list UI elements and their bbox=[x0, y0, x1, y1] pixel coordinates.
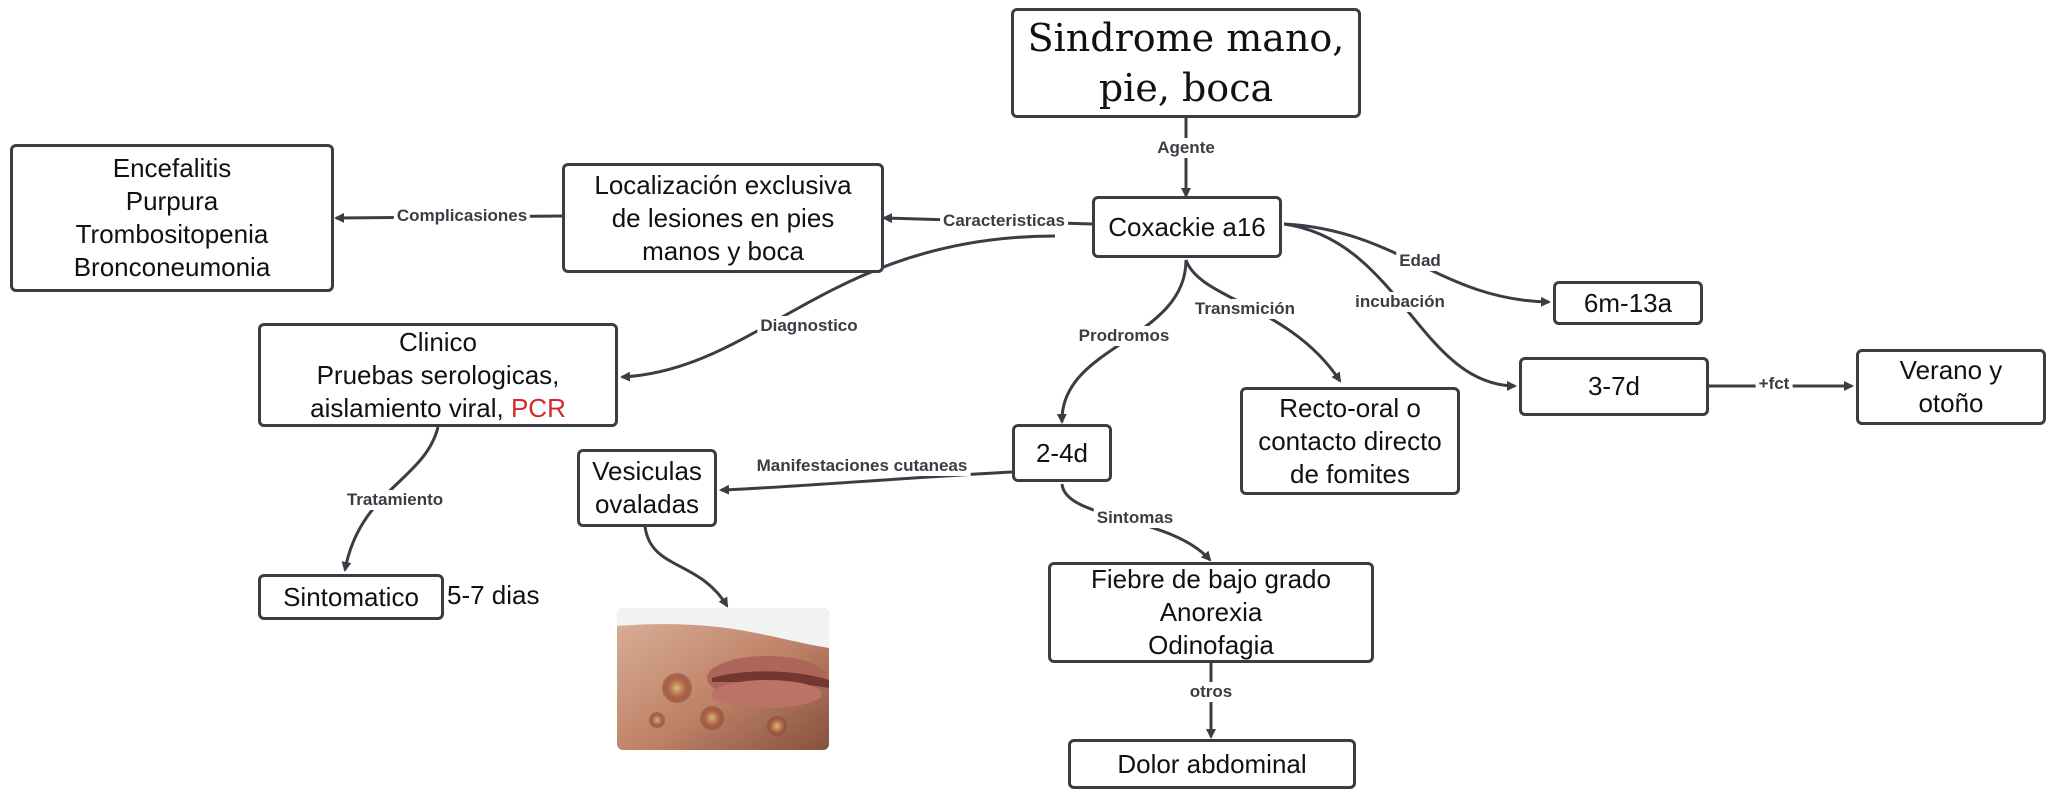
prodrome-label: 2-4d bbox=[1035, 437, 1089, 468]
title-line-2: pie, boca bbox=[1098, 66, 1274, 110]
symptoms-node: Fiebre de bajo grado Anorexia Odinofagia bbox=[1048, 562, 1374, 663]
diagnosis-pcr: PCR bbox=[510, 392, 566, 423]
features-line-3: manos y boca bbox=[642, 235, 804, 266]
edge-label-transmision: Transmición bbox=[1191, 299, 1299, 319]
prodrome-node: 2-4d bbox=[1012, 424, 1112, 482]
edge-transmision bbox=[1184, 259, 1342, 383]
lesions-line-2: ovaladas bbox=[594, 489, 700, 519]
symptom-2: Anorexia bbox=[1159, 597, 1263, 627]
edge-label-edad: Edad bbox=[1396, 251, 1444, 271]
edge-label-fct: +fct bbox=[1755, 374, 1793, 394]
transmission-line-1: Recto-oral o bbox=[1279, 392, 1421, 423]
complications-node: Encefalitis Purpura Trombositopenia Bron… bbox=[10, 144, 334, 292]
edge-label-sintomas: Sintomas bbox=[1093, 508, 1177, 528]
lesions-node: Vesiculas ovaladas bbox=[577, 449, 717, 527]
edge-diagnostico bbox=[620, 234, 1056, 382]
diagnosis-line-3: aislamiento viral, PCR bbox=[310, 392, 566, 425]
features-line-2: de lesiones en pies bbox=[611, 202, 835, 233]
agent-node: Coxackie a16 bbox=[1092, 196, 1282, 258]
diagnosis-viral: aislamiento viral, bbox=[310, 392, 511, 423]
lesions-line-1: Vesiculas bbox=[592, 456, 702, 486]
features-line-1: Localización exclusiva bbox=[594, 169, 852, 200]
title-line-1: Sindrome mano, bbox=[1027, 16, 1345, 60]
symptom-1: Fiebre de bajo grado bbox=[1091, 564, 1331, 594]
transmission-line-2: contacto directo bbox=[1258, 425, 1442, 456]
season-line-2: otoño bbox=[1918, 388, 1984, 418]
edge-label-agente: Agente bbox=[1154, 138, 1218, 158]
treatment-node: Sintomatico bbox=[258, 574, 444, 620]
incubation-node: 3-7d bbox=[1519, 357, 1709, 416]
symptom-3: Odinofagia bbox=[1148, 630, 1274, 660]
diagnosis-line-2: Pruebas serologicas, bbox=[316, 359, 560, 390]
age-node: 6m-13a bbox=[1553, 281, 1703, 325]
season-node: Verano y otoño bbox=[1856, 349, 2046, 425]
diagnosis-node: Clinico Pruebas serologicas, aislamiento… bbox=[258, 323, 618, 427]
incubation-label: 3-7d bbox=[1587, 371, 1641, 401]
edge-label-caracteristicas: Caracteristicas bbox=[940, 211, 1068, 231]
season-line-1: Verano y bbox=[1899, 355, 2003, 385]
edge-label-diagnostico: Diagnostico bbox=[757, 316, 861, 336]
complication-2: Purpura bbox=[125, 186, 219, 216]
agent-label: Coxackie a16 bbox=[1108, 211, 1266, 242]
treatment-label: Sintomatico bbox=[283, 581, 419, 612]
complication-1: Encefalitis bbox=[112, 153, 232, 183]
transmission-node: Recto-oral o contacto directo de fomites bbox=[1240, 387, 1460, 495]
age-label: 6m-13a bbox=[1583, 287, 1673, 318]
other-node: Dolor abdominal bbox=[1068, 739, 1356, 789]
edge-imagen bbox=[643, 525, 729, 608]
complication-3: Trombositopenia bbox=[75, 219, 269, 249]
title-node: Sindrome mano, pie, boca bbox=[1011, 8, 1361, 118]
features-node: Localización exclusiva de lesiones en pi… bbox=[562, 163, 884, 273]
diagnosis-line-1: Clinico bbox=[398, 326, 478, 357]
complication-4: Bronconeumonia bbox=[73, 252, 271, 282]
other-label: Dolor abdominal bbox=[1117, 748, 1307, 779]
edge-label-tratamiento: Tratamiento bbox=[343, 490, 447, 510]
edge-label-otros: otros bbox=[1186, 682, 1236, 702]
edge-label-incubacion: incubación bbox=[1352, 292, 1448, 312]
edge-tratamiento bbox=[341, 426, 440, 572]
treatment-duration: 5-7 dias bbox=[447, 580, 540, 610]
lesion-photo bbox=[617, 608, 829, 750]
transmission-line-3: de fomites bbox=[1290, 458, 1410, 489]
edge-label-prodromos: Prodromos bbox=[1075, 326, 1173, 346]
edge-label-complicaciones: Complicasiones bbox=[393, 206, 531, 226]
edge-label-manifestaciones: Manifestaciones cutaneas bbox=[753, 456, 971, 476]
